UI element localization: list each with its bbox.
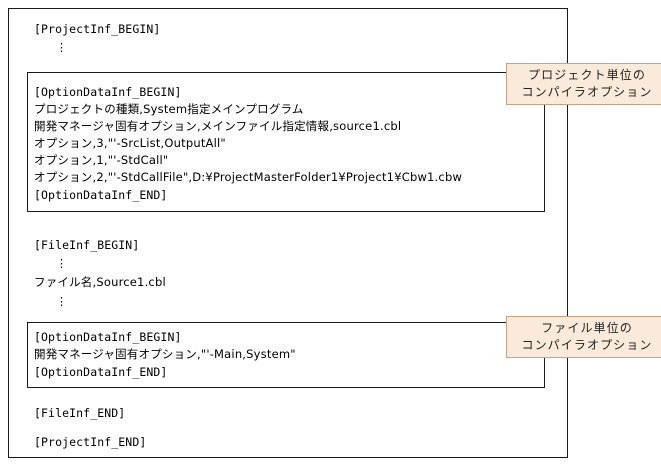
project-option-line-3: オプション,3,"'-SrcList,OutputAll" (34, 136, 226, 150)
file-option-line-1: 開発マネージャ固有オプション,"'-Main,System" (34, 347, 296, 361)
project-inf-end-label: [ProjectInf_END] (34, 435, 147, 449)
callout-project-unit-line-2: コンパイラオプション (521, 85, 653, 99)
project-option-line-1: プロジェクトの種類,System指定メインプログラム (34, 102, 304, 116)
project-option-line-2: 開発マネージャ固有オプション,メインファイル指定情報,source1.cbl (34, 119, 402, 133)
callout-file-unit-compiler-options: ファイル単位の コンパイラオプション (506, 316, 661, 358)
project-option-begin-label: [OptionDataInf_BEGIN] (34, 85, 182, 99)
callout-file-unit-line-2: コンパイラオプション (521, 338, 653, 352)
project-inf-frame (8, 8, 568, 458)
callout-project-unit-line-1: プロジェクト単位の (528, 68, 646, 82)
project-option-end-label: [OptionDataInf_END] (34, 188, 168, 202)
callout-file-unit-line-1: ファイル単位の (541, 321, 633, 335)
file-inf-end-label: [FileInf_END] (34, 406, 126, 420)
file-inf-begin-label: [FileInf_BEGIN] (34, 238, 140, 252)
file-inf-dots-top: ⋮ (56, 257, 67, 270)
project-option-line-4: オプション,1,"'-StdCall" (34, 153, 169, 167)
file-name-line: ファイル名,Source1.cbl (34, 275, 166, 289)
callout-project-unit-compiler-options: プロジェクト単位の コンパイラオプション (506, 63, 661, 105)
file-option-end-label: [OptionDataInf_END] (34, 365, 168, 379)
project-option-line-5: オプション,2,"'-StdCallFile",D:¥ProjectMaster… (34, 170, 463, 184)
project-inf-begin-label: [ProjectInf_BEGIN] (34, 22, 161, 36)
project-option-data-block (27, 72, 545, 212)
file-option-begin-label: [OptionDataInf_BEGIN] (34, 330, 182, 344)
project-inf-dots: ⋮ (56, 41, 67, 54)
file-inf-dots-bottom: ⋮ (56, 295, 67, 308)
